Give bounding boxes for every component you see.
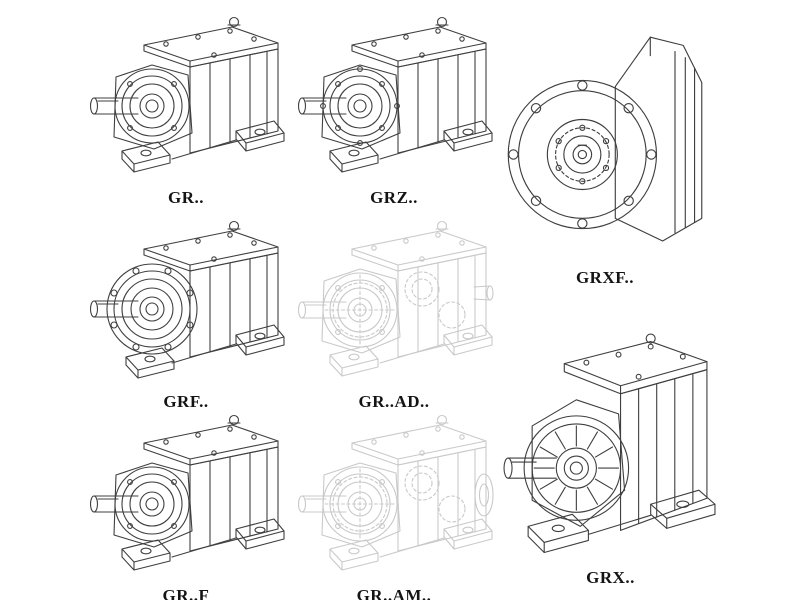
gearbox-drawing-grad xyxy=(294,208,494,390)
figure-grf: GRF.. xyxy=(86,208,286,412)
figure-label-grz: GRZ.. xyxy=(370,188,418,207)
figure-gram: GR..AM.. xyxy=(294,402,494,600)
figure-label-grf2: GR..F xyxy=(162,586,210,600)
gearbox-drawing-grz xyxy=(294,4,494,186)
figure-label-gr: GR.. xyxy=(168,188,204,207)
figure-grad: GR..AD.. xyxy=(294,208,494,412)
gearbox-drawing-gr xyxy=(86,4,286,186)
figure-gr: GR.. xyxy=(86,4,286,208)
gearbox-drawing-grx xyxy=(503,333,716,554)
gearbox-drawing-grxf xyxy=(507,36,703,242)
figure-label-grx: GRX.. xyxy=(586,568,635,587)
gearbox-drawing-grf xyxy=(86,208,286,390)
figure-label-grxf: GRXF.. xyxy=(575,268,635,287)
gearbox-drawing-grf2 xyxy=(86,402,286,584)
figure-grf2: GR..F xyxy=(86,402,286,600)
figure-grz: GRZ.. xyxy=(294,4,494,208)
figure-label-grf: GRF.. xyxy=(163,392,209,411)
figure-grx: GRX.. xyxy=(498,322,723,588)
figure-label-gram: GR..AM.. xyxy=(356,586,432,600)
figure-grxf: GRXF.. xyxy=(500,8,710,288)
figure-label-grad: GR..AD.. xyxy=(358,392,430,411)
gearbox-drawing-gram xyxy=(294,402,494,584)
